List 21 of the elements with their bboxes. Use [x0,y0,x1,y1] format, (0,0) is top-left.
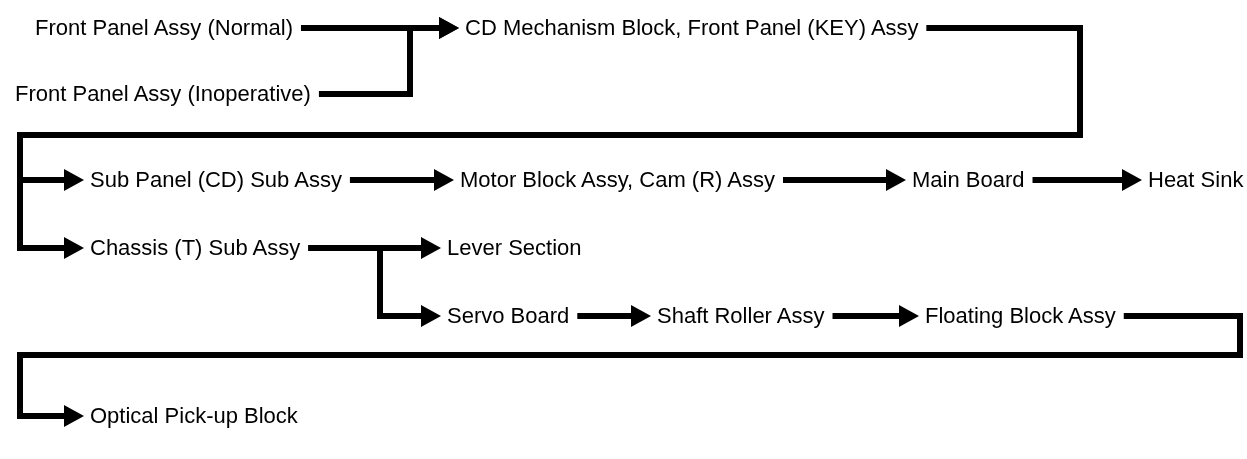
step-label: Front Panel Assy (Normal) [35,15,293,41]
arrow [349,169,454,191]
step-label: CD Mechanism Block, Front Panel (KEY) Assy [465,15,919,41]
step-label: Main Board [912,167,1025,193]
step-label: Servo Board [447,303,570,329]
arrow [832,305,919,327]
step-label: Floating Block Assy [925,303,1116,329]
arrow [318,17,459,97]
step-label: Sub Panel (CD) Sub Assy [90,167,342,193]
step-label: Front Panel Assy (Inoperative) [15,81,311,107]
step-label: Optical Pick-up Block [90,403,298,429]
arrow [17,25,1083,259]
step-label: Motor Block Assy, Cam (R) Assy [460,167,775,193]
step-label: Heat Sink [1148,167,1244,193]
arrow [17,313,1243,427]
arrow [308,245,441,327]
arrow [577,305,651,327]
step-label: Lever Section [447,235,582,261]
step-label: Shaft Roller Assy [657,303,825,329]
step-label: Chassis (T) Sub Assy [90,235,301,261]
arrow [1032,169,1142,191]
